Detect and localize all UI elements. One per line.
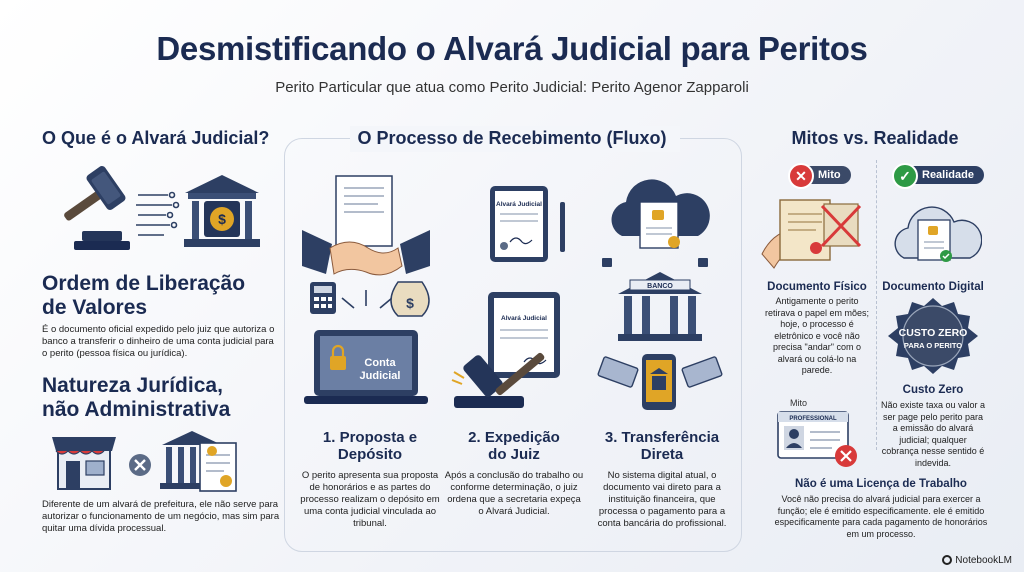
gavel-icon bbox=[64, 166, 130, 250]
step3-title: 3. Transferência Direta bbox=[604, 429, 720, 463]
step1-illustration: $ Conta Judicial bbox=[302, 175, 430, 404]
doc-label-bottom: Alvará Judicial bbox=[501, 315, 547, 322]
x-mark-icon: ✕ bbox=[788, 163, 814, 189]
x-mark-icon bbox=[129, 454, 151, 476]
court-document-icon bbox=[160, 431, 237, 492]
gavel-icon bbox=[451, 352, 545, 408]
badge-line2: PARA O PERITO bbox=[904, 341, 962, 350]
nature-text: Diferente de um alvará de prefeitura, el… bbox=[42, 499, 280, 534]
step3-text: No sistema digital atual, o documento va… bbox=[597, 470, 727, 529]
svg-text:$: $ bbox=[406, 295, 414, 311]
step2-illustration: Alvará Judicial Alvará Judicial bbox=[451, 186, 565, 408]
gavel-bank-illustration: $ bbox=[64, 166, 260, 250]
pen-icon bbox=[560, 202, 565, 252]
myth2-text: Você não precisa do alvará judicial para… bbox=[774, 494, 988, 539]
check-mark-icon: ✓ bbox=[892, 163, 918, 189]
tablet-document-icon: Alvará Judicial bbox=[490, 186, 565, 262]
myth1-title: Documento Físico bbox=[767, 281, 867, 293]
bank-label: BANCO bbox=[647, 283, 673, 290]
step2-title: 2. Expedição do Juiz bbox=[468, 429, 560, 463]
reality2-title: Custo Zero bbox=[902, 384, 964, 396]
professional-card-illustration: PROFESSIONAL bbox=[777, 411, 857, 467]
badge-line1: CUSTO ZERO bbox=[899, 327, 968, 339]
lock-icon bbox=[330, 344, 346, 370]
padlock-icons bbox=[602, 258, 708, 267]
smartphone-icon bbox=[642, 354, 676, 410]
digital-document-illustration bbox=[894, 206, 982, 262]
store-vs-court-illustration bbox=[52, 431, 237, 492]
myth2-title: Não é uma Licença de Trabalho bbox=[795, 478, 967, 490]
avatar-icon bbox=[784, 426, 804, 450]
contract-document-icon bbox=[335, 175, 393, 247]
cloud-document-icon bbox=[611, 179, 710, 249]
money-bag-icon: $ bbox=[390, 281, 430, 317]
flow-heading: O Processo de Recebimento (Fluxo) bbox=[357, 128, 667, 148]
banknote-icons bbox=[597, 356, 723, 388]
doc-label-top: Alvará Judicial bbox=[496, 201, 542, 208]
column-divider bbox=[876, 160, 877, 450]
step2-text: Após a conclusão do trabalho ou conforme… bbox=[444, 470, 584, 517]
liberation-text: É o documento oficial expedido pelo juiz… bbox=[42, 324, 275, 359]
reality1-title: Documento Digital bbox=[882, 281, 984, 293]
hand-scroll-icon bbox=[761, 199, 831, 269]
storefront-icon bbox=[52, 437, 116, 490]
bank-building-icon: BANCO bbox=[618, 272, 702, 341]
crossed-document-icon bbox=[820, 203, 862, 248]
step1-title: 1. Proposta e Depósito bbox=[322, 429, 418, 463]
laptop-label-line1: Conta bbox=[364, 357, 396, 369]
physical-document-illustration bbox=[761, 199, 862, 269]
monitor-document-icon: Alvará Judicial bbox=[488, 292, 560, 378]
laptop-label-line2: Judicial bbox=[360, 370, 401, 382]
step3-illustration: BANCO bbox=[597, 179, 723, 410]
notebooklm-watermark: NotebookLM bbox=[942, 555, 1012, 566]
reality2-text: Não existe taxa ou valor a ser page pelo… bbox=[880, 400, 986, 468]
myth1-text: Antigamente o perito retirava o papel em… bbox=[764, 296, 870, 375]
myths-heading: Mitos vs. Realidade bbox=[791, 128, 959, 148]
liberation-heading: Ordem de Liberação de Valores bbox=[42, 272, 246, 319]
step1-text: O perito apresenta sua proposta de honor… bbox=[300, 470, 440, 529]
cloud-document-icon bbox=[894, 206, 982, 262]
myth2-label: Mito bbox=[790, 398, 808, 408]
myth-pill: ✕ Mito bbox=[788, 163, 851, 189]
notebooklm-logo-icon bbox=[942, 555, 953, 565]
x-mark-icon bbox=[835, 445, 857, 467]
svg-text:$: $ bbox=[218, 211, 226, 227]
page-subtitle: Perito Particular que atua como Perito J… bbox=[275, 79, 749, 96]
bank-dollar-icon: $ bbox=[184, 175, 260, 247]
nature-heading: Natureza Jurídica, não Administrativa bbox=[42, 374, 231, 421]
card-label: PROFESSIONAL bbox=[789, 416, 837, 422]
left-section-heading: O Que é o Alvará Judicial? bbox=[42, 128, 270, 148]
calculator-icon bbox=[310, 282, 336, 314]
reality-pill: ✓ Realidade bbox=[892, 163, 984, 189]
page-title: Desmistificando o Alvará Judicial para P… bbox=[156, 30, 868, 67]
zero-cost-badge: CUSTO ZERO PARA O PERITO bbox=[888, 298, 978, 374]
data-arrows-icon bbox=[136, 191, 180, 236]
arrows-icon bbox=[341, 290, 393, 309]
handshake-icon bbox=[302, 230, 430, 276]
